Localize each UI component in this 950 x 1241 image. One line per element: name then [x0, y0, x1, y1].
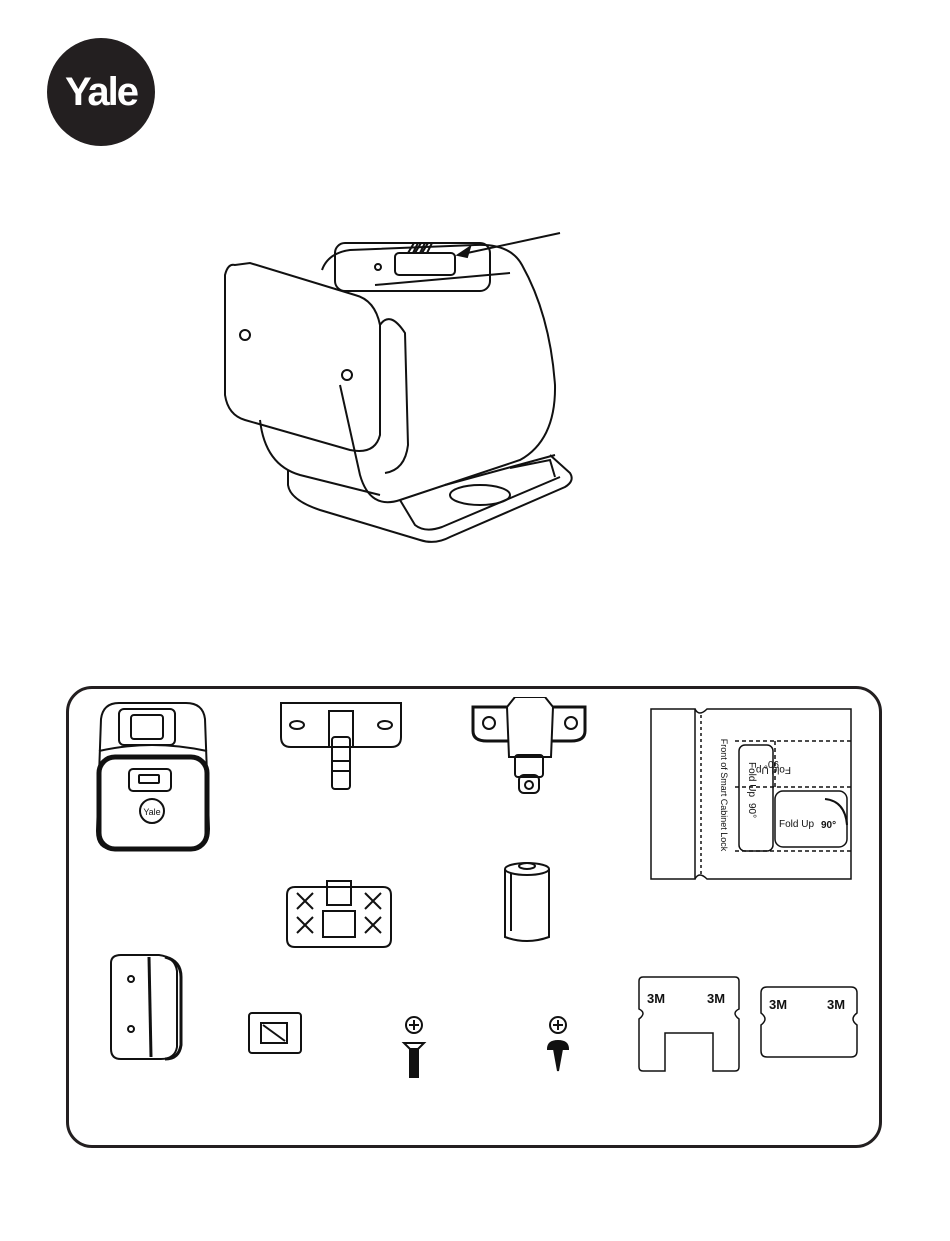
yale-logo-text: Yale — [65, 70, 137, 115]
template-fold-angle-3: 90° — [821, 820, 836, 831]
strike-plate-part — [277, 697, 405, 797]
template-fold-label-3: Fold Up — [779, 819, 814, 830]
adhesive-2-brand-right: 3M — [827, 997, 845, 1012]
battery-part — [499, 857, 555, 947]
flat-head-screw-part — [399, 1015, 429, 1081]
smart-cabinet-lock-illustration — [210, 215, 580, 555]
adhesive-pad-2: 3M 3M — [757, 983, 861, 1061]
template-front-label: Front of Smart Cabinet Lock — [719, 739, 729, 852]
package-contents-box: Yale Front of Smart Cabinet Lock Fold Up… — [66, 686, 882, 1148]
lock-unit-logo: Yale — [143, 807, 160, 817]
yale-logo: Yale — [47, 38, 155, 146]
mounting-bracket-part — [283, 879, 395, 954]
template-fold-angle-2: 90° — [764, 758, 779, 769]
adhesive-1-brand-right: 3M — [707, 991, 725, 1006]
lock-unit-front-view: Yale — [91, 699, 216, 854]
adhesive-1-brand-left: 3M — [647, 991, 665, 1006]
adhesive-2-brand-left: 3M — [769, 997, 787, 1012]
catch-bracket-part — [467, 697, 592, 807]
magnet-part — [105, 951, 189, 1063]
template-fold-angle-1: 90° — [746, 803, 757, 818]
template-fold-label-1: Fold Up — [746, 762, 757, 797]
pan-head-screw-part — [543, 1015, 573, 1075]
small-strike-part — [245, 1009, 305, 1057]
drilling-template: Front of Smart Cabinet Lock Fold Up 90° … — [649, 707, 855, 883]
adhesive-pad-1: 3M 3M — [635, 973, 743, 1073]
